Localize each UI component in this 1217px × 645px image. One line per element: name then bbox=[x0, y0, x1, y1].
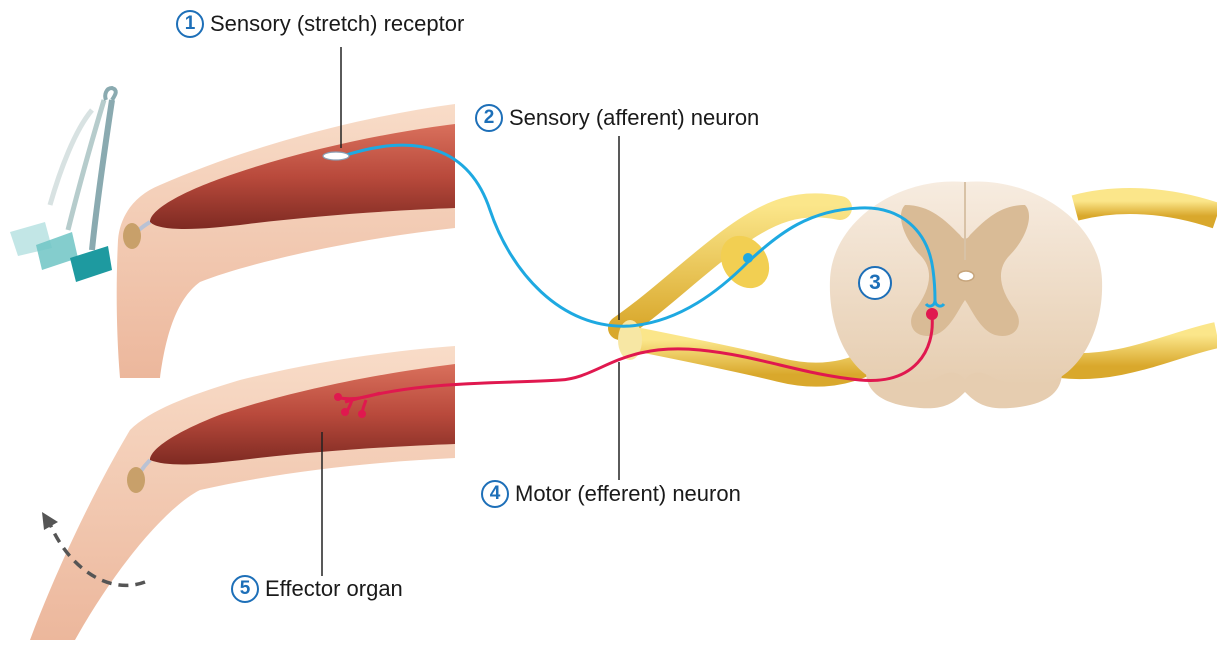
lower-patella bbox=[127, 467, 145, 493]
label-text-4: Motor (efferent) neuron bbox=[515, 481, 741, 507]
motor-end-plate-2 bbox=[341, 408, 349, 416]
label-sensory-neuron: 2 Sensory (afferent) neuron bbox=[475, 104, 759, 132]
label-sensory-receptor: 1 Sensory (stretch) receptor bbox=[176, 10, 464, 38]
label-text-2: Sensory (afferent) neuron bbox=[509, 105, 759, 131]
central-canal bbox=[958, 271, 974, 281]
callout-number-4: 4 bbox=[481, 480, 509, 508]
label-text-5: Effector organ bbox=[265, 576, 403, 602]
right-dorsal-root bbox=[1075, 201, 1217, 216]
label-effector-organ: 5 Effector organ bbox=[231, 575, 403, 603]
label-integration-center: 3 bbox=[858, 266, 892, 300]
reflex-hammer-icon bbox=[10, 88, 116, 282]
callout-number-5: 5 bbox=[231, 575, 259, 603]
motor-cell-body bbox=[926, 308, 938, 320]
label-motor-neuron: 4 Motor (efferent) neuron bbox=[481, 480, 741, 508]
sensory-cell-body bbox=[743, 253, 753, 263]
callout-number-3: 3 bbox=[858, 266, 892, 300]
motor-end-plate-3 bbox=[358, 410, 366, 418]
stretch-receptor-icon bbox=[323, 152, 349, 160]
motor-end-plate-1 bbox=[334, 393, 342, 401]
callout-number-1: 1 bbox=[176, 10, 204, 38]
callout-number-2: 2 bbox=[475, 104, 503, 132]
left-ventral-root bbox=[640, 340, 870, 375]
label-text-1: Sensory (stretch) receptor bbox=[210, 11, 464, 37]
upper-patella bbox=[123, 223, 141, 249]
